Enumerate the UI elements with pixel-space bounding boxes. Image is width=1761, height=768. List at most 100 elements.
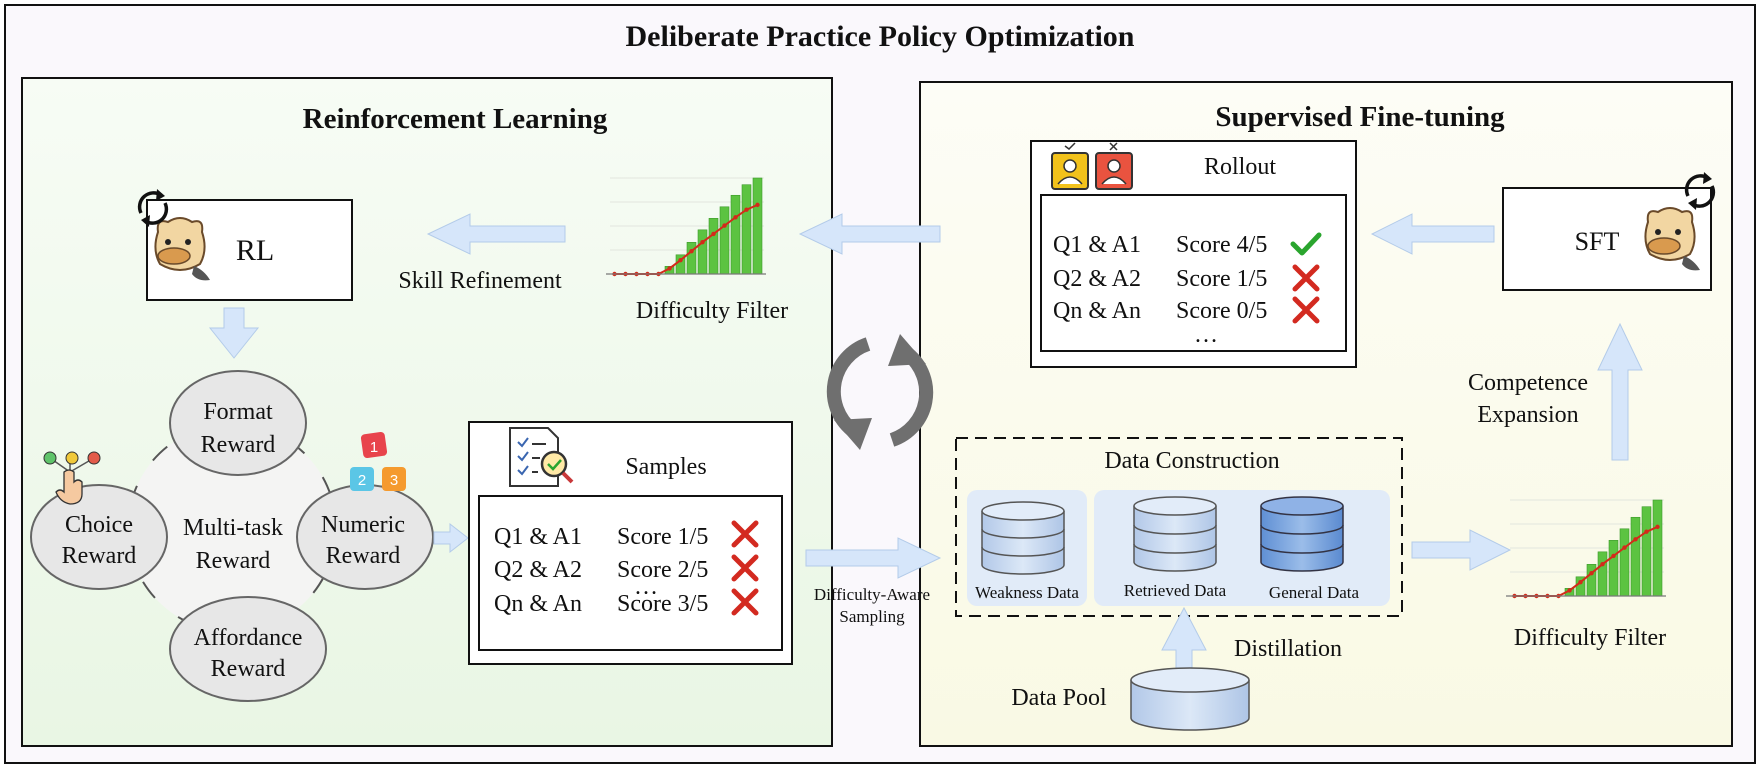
rl-chart-trend-point: [700, 240, 705, 245]
choice-reward-line2: Reward: [62, 543, 137, 569]
rl-chart-trend-point: [667, 266, 672, 271]
arrow-rewards-to-samples: [433, 522, 469, 554]
rl-chart-bar: [697, 229, 708, 275]
data-construction-title: Data Construction: [1104, 448, 1279, 474]
rl-chart-bar: [708, 218, 719, 275]
rollout-row-2-score: Score 1/5: [1176, 266, 1267, 292]
samples-row-1-question: Q1 & A1: [494, 524, 582, 550]
sft-chart-trend-point: [1622, 545, 1627, 550]
arrow-rl-to-rewards: [208, 307, 260, 359]
rl-chart-bar: [686, 242, 697, 275]
svg-text:3: 3: [390, 472, 398, 489]
rl-difficulty-chart: [606, 177, 766, 277]
samples-row-1-score: Score 1/5: [617, 524, 708, 550]
samples-list: [478, 495, 783, 651]
cross-icon: [731, 554, 759, 582]
arrow-difficulty-aware-sampling: [805, 537, 942, 579]
multitask-reward-line2: Reward: [196, 548, 271, 574]
user-check-icon: [1051, 142, 1089, 190]
samples-row-1: Q1 & A1 Score 1/5: [494, 520, 759, 550]
cross-icon: [731, 520, 759, 548]
sampling-label-line2: Sampling: [839, 607, 905, 626]
svg-text:1: 1: [370, 439, 378, 456]
skill-refinement-label: Skill Refinement: [398, 268, 562, 294]
rollout-row-2-question: Q2 & A2: [1053, 266, 1141, 292]
arrow-skill-refinement: [426, 213, 566, 255]
rl-chart-trend-point: [755, 202, 760, 208]
multitask-reward-line1: Multi-task: [183, 515, 283, 541]
refresh-icon: [137, 189, 169, 227]
competence-line1: Competence: [1468, 370, 1588, 396]
rollout-row-3-score: Score 0/5: [1176, 298, 1267, 324]
rollout-row-3-question: Qn & An: [1053, 298, 1141, 324]
sft-chart-trend-point: [1611, 553, 1616, 559]
rl-difficulty-filter-label: Difficulty Filter: [636, 298, 788, 324]
check-icon: [1290, 232, 1322, 256]
sft-chart-trend-point: [1578, 579, 1583, 585]
reward-cluster: Format Reward Choice Reward Numeric Rewa…: [30, 370, 434, 702]
affordance-reward-line2: Reward: [211, 656, 286, 682]
sft-chart-trend-point: [1567, 588, 1572, 593]
sft-chart-bar: [1586, 564, 1597, 597]
rollout-row-3: Qn & An Score 0/5: [1053, 296, 1320, 324]
samples-row-3-score: Score 3/5: [617, 591, 708, 617]
rl-chart-trend-point: [689, 248, 694, 254]
cross-icon: [731, 588, 759, 616]
rollout-row-1-question: Q1 & A1: [1053, 232, 1141, 258]
sft-panel-title: Supervised Fine-tuning: [1215, 101, 1505, 133]
distillation-label: Distillation: [1234, 636, 1342, 662]
refresh-icon: [1684, 172, 1716, 210]
sft-chart-trend-point: [1633, 537, 1638, 542]
rollout-list: [1040, 194, 1347, 352]
rl-chart-trend-point: [678, 257, 683, 263]
mascot-icon: [154, 217, 210, 281]
rl-chart-trend-point: [744, 207, 749, 212]
sft-chart-bar: [1652, 499, 1663, 597]
affordance-reward-node: [169, 596, 327, 702]
numeric-reward-line1: Numeric: [321, 512, 405, 538]
format-reward-line1: Format: [203, 399, 273, 425]
rl-chart-trend-point: [711, 231, 716, 237]
rl-chart-bar: [741, 184, 752, 275]
rl-chart-bar: [730, 194, 741, 275]
data-construction-box: [955, 437, 1403, 617]
samples-ellipsis: …: [634, 574, 658, 600]
diagram-title: Deliberate Practice Policy Optimization: [626, 20, 1135, 53]
sft-module-label: SFT: [1575, 227, 1620, 256]
rl-module-label: RL: [236, 234, 274, 267]
competence-line2: Expansion: [1477, 402, 1578, 428]
samples-row-2: Q2 & A2 Score 2/5: [494, 554, 759, 583]
sft-difficulty-filter-label: Difficulty Filter: [1514, 625, 1666, 651]
arrow-rollout-to-rl: [798, 213, 941, 255]
cross-icon: [1292, 264, 1320, 292]
rollout-title: Rollout: [1204, 154, 1276, 180]
rl-chart-bar: [719, 206, 730, 275]
sft-chart-trend-point: [1644, 529, 1649, 534]
rl-chart-trend-point: [722, 223, 727, 228]
general-db-icon: [1260, 496, 1344, 572]
rollout-ellipsis: …: [1194, 322, 1218, 348]
arrow-construction-to-filter: [1411, 529, 1512, 571]
samples-row-3-question: Qn & An: [494, 591, 582, 617]
samples-row-2-question: Q2 & A2: [494, 557, 582, 583]
weakness-db-icon: [981, 501, 1065, 575]
svg-text:2: 2: [358, 472, 366, 489]
retrieved-data-label: Retrieved Data: [1124, 581, 1227, 600]
arrow-sft-to-rollout: [1370, 213, 1495, 255]
mascot-icon: [1644, 207, 1700, 271]
samples-row-2-score: Score 2/5: [617, 557, 708, 583]
sft-chart-bar: [1630, 516, 1641, 597]
rollout-row-1: Q1 & A1 Score 4/5: [1053, 232, 1322, 258]
weakness-data-label: Weakness Data: [975, 583, 1079, 602]
sft-chart-bar: [1641, 506, 1652, 597]
data-pool-icon: [1130, 667, 1250, 731]
cross-icon: [1292, 296, 1320, 324]
user-cross-icon: [1095, 142, 1133, 190]
retrieved-db-icon: [1133, 496, 1217, 572]
sft-chart-trend-point: [1589, 570, 1594, 576]
sft-difficulty-chart: [1506, 499, 1666, 599]
data-pool-label: Data Pool: [1011, 685, 1107, 711]
samples-row-3: Qn & An Score 3/5: [494, 588, 759, 617]
rl-panel-title: Reinforcement Learning: [303, 103, 608, 135]
